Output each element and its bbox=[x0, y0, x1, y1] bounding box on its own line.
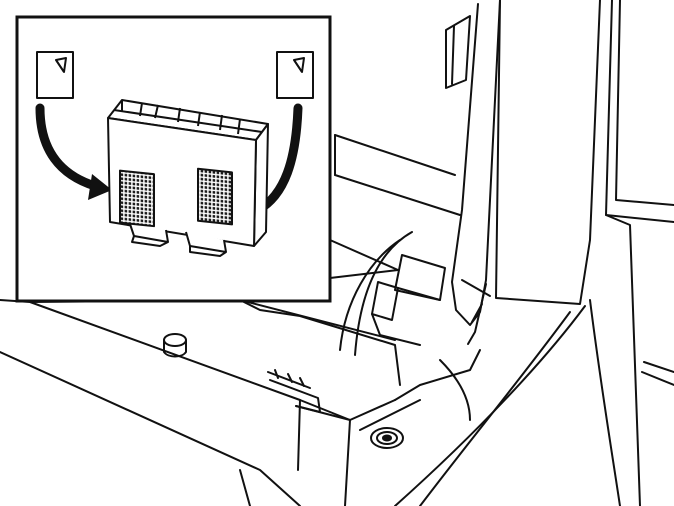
arrow-to-left-contact bbox=[35, 103, 112, 200]
lower-body-left bbox=[0, 351, 301, 506]
door-inner-groove bbox=[467, 283, 487, 345]
module-foot-right bbox=[185, 231, 227, 253]
housing-curve bbox=[394, 305, 586, 506]
inset-panel bbox=[15, 15, 332, 303]
curved-arrow-icon bbox=[35, 103, 100, 191]
contact-pad-icon bbox=[119, 169, 155, 228]
adhesive-pad-left bbox=[36, 51, 74, 99]
chassis-arc bbox=[339, 239, 401, 351]
knob-top bbox=[163, 333, 187, 347]
door-panel-edge bbox=[495, 0, 601, 305]
housing-curve-right bbox=[589, 299, 621, 506]
adhesive-pad-right bbox=[276, 51, 314, 99]
right-frame bbox=[605, 0, 641, 506]
sticker-icon bbox=[36, 51, 74, 99]
lower-rail bbox=[239, 299, 401, 386]
chassis-top bbox=[334, 134, 456, 176]
door-panel-outer bbox=[451, 0, 501, 326]
screw-outer bbox=[370, 427, 404, 449]
module-foot-left bbox=[129, 223, 169, 243]
connector-module bbox=[107, 99, 269, 257]
callout-line bbox=[329, 239, 399, 279]
contact-pad-icon bbox=[197, 167, 233, 226]
top-tab bbox=[445, 15, 471, 89]
